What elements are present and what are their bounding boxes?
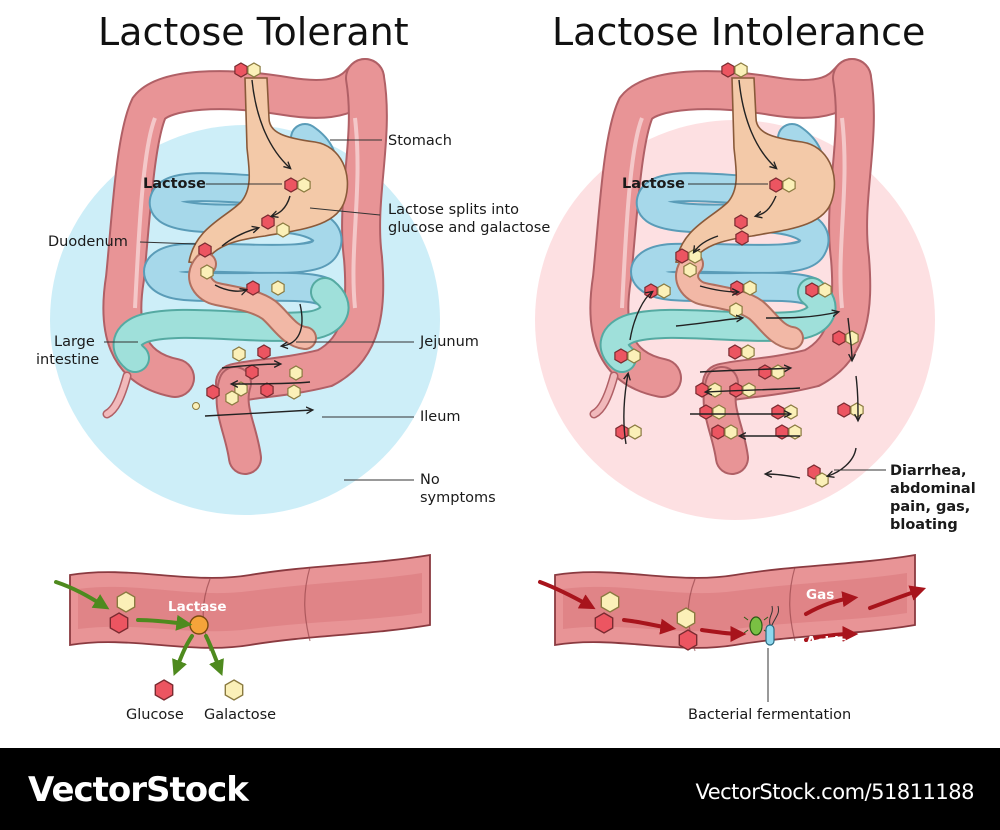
tolerant-molecules xyxy=(192,63,311,410)
brand-logo: VectorStock xyxy=(28,770,249,810)
label-lactose-right: Lactose xyxy=(622,176,685,192)
stock-id: VectorStock.com/51811188 xyxy=(695,780,974,804)
label-symptoms-line1: Diarrhea, xyxy=(890,463,967,479)
label-lactose-left: Lactose xyxy=(143,176,206,192)
label-gas: Gas xyxy=(806,587,835,603)
tolerant-flow-arrows xyxy=(204,79,312,417)
tolerant-green-arrows xyxy=(54,580,224,676)
bacteria-icon xyxy=(743,605,779,646)
label-split-line1: Lactose splits into xyxy=(388,202,520,218)
intolerance-leader-lines xyxy=(688,183,886,702)
label-acids: Acids xyxy=(806,634,847,650)
label-large-line2: intestine xyxy=(36,352,100,368)
intolerance-title: Lactose Intolerance xyxy=(552,10,926,54)
label-split-line2: glucose and galactose xyxy=(388,220,551,236)
label-glucose: Glucose xyxy=(126,707,184,723)
label-jejunum: Jejunum xyxy=(420,334,479,350)
tolerant-title: Lactose Tolerant xyxy=(98,10,409,54)
label-ileum: Ileum xyxy=(420,409,461,425)
label-galactose: Galactose xyxy=(204,707,277,723)
label-stomach: Stomach xyxy=(388,133,452,149)
diagram-artwork xyxy=(50,0,935,702)
intolerance-red-arrows xyxy=(538,580,927,643)
label-duodenum: Duodenum xyxy=(48,234,128,250)
lactase-enzyme xyxy=(189,615,209,635)
label-lactase: Lactase xyxy=(168,599,227,615)
tolerant-leader-lines xyxy=(104,139,414,481)
label-no-line2: symptoms xyxy=(420,490,496,506)
label-symptoms-line4: bloating xyxy=(890,517,958,533)
label-symptoms-line2: abdominal xyxy=(890,481,976,497)
label-large-line1: Large xyxy=(54,334,95,350)
intolerance-flow-arrows xyxy=(624,79,858,479)
label-bacterial-fermentation: Bacterial fermentation xyxy=(688,707,852,723)
footer-bar: VectorStock VectorStock.com/51811188 xyxy=(0,748,1000,830)
label-no-line1: No xyxy=(420,472,440,488)
label-symptoms-line3: pain, gas, xyxy=(890,499,971,515)
